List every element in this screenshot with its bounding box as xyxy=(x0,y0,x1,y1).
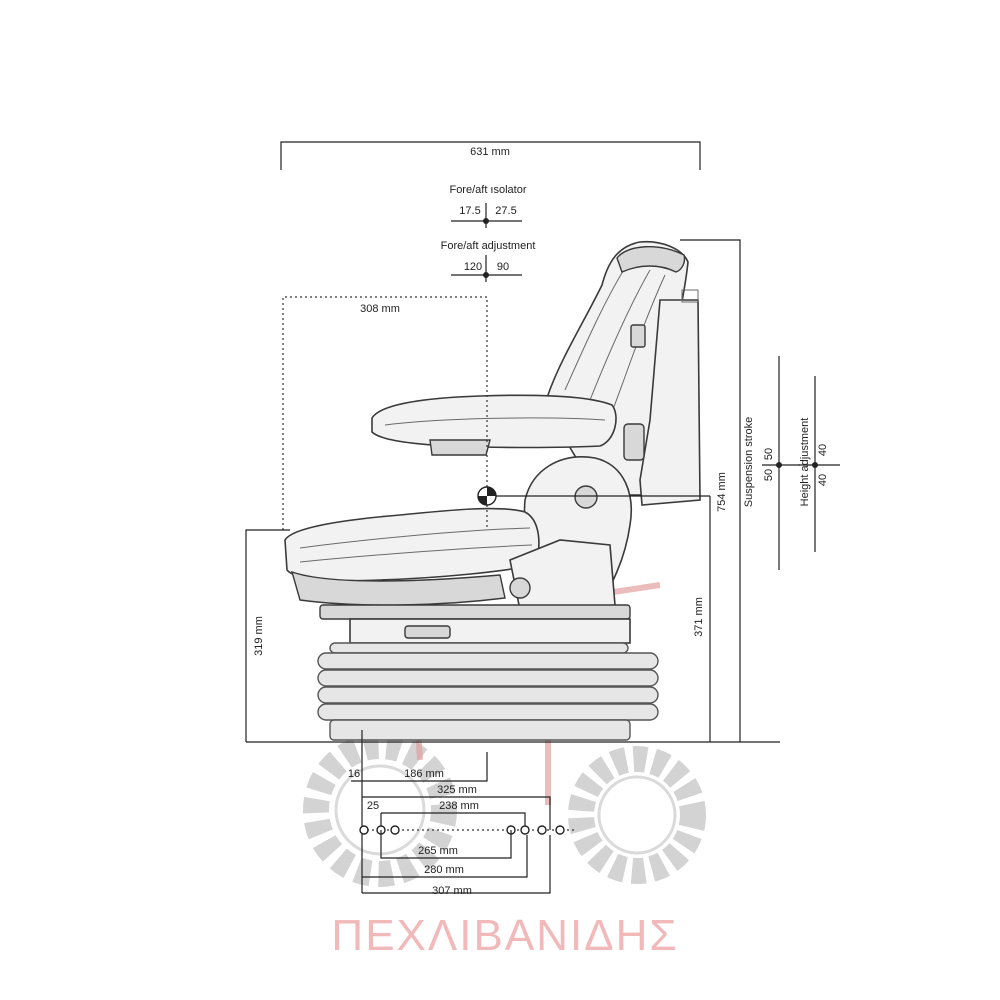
mounting-holes xyxy=(359,825,565,835)
watermark-logo: ΠΕΧΛΙΒΑΝΙΔΗΣ xyxy=(303,582,706,960)
seat-headrest xyxy=(616,246,686,273)
frame-pivot-icon xyxy=(509,577,531,599)
seat-armrest xyxy=(371,394,617,449)
dimension-lines xyxy=(245,141,840,894)
watermark-gear-left-icon xyxy=(303,733,457,887)
suspension-bellows xyxy=(317,642,659,741)
lumbar-knob-icon xyxy=(623,423,645,461)
label-dim-25: 25 xyxy=(367,800,379,812)
watermark-gear-right-icon xyxy=(568,746,706,884)
recline-knob-icon xyxy=(574,485,598,509)
label-total-height: 754 mm xyxy=(716,472,728,512)
label-dim-186: 186 mm xyxy=(404,768,444,780)
label-dim-325: 325 mm xyxy=(437,784,477,796)
label-base-height: 371 mm xyxy=(693,597,705,637)
label-overall-width: 631 mm xyxy=(470,146,510,158)
dim-seat-height-line xyxy=(245,529,290,742)
label-dim-265: 265 mm xyxy=(418,845,458,857)
dimension-labels: 631 mm Fore/aft ısolator 17.5 27.5 Fore/… xyxy=(253,146,829,897)
label-dim-238: 238 mm xyxy=(439,800,479,812)
label-height-down: 40 xyxy=(817,474,829,486)
label-seat-depth: 308 mm xyxy=(360,303,400,315)
seat-lower-frame xyxy=(509,539,616,611)
backrest-adjust-icon xyxy=(630,324,646,348)
label-isolator-left: 17.5 xyxy=(459,205,480,217)
label-offset-16: 16 xyxy=(348,768,360,780)
label-height-up: 40 xyxy=(817,444,829,456)
seat-slider-rail xyxy=(319,604,631,620)
label-fore-aft-adjustment: Fore/aft adjustment xyxy=(441,240,536,252)
label-height-adjustment: Height adjustment xyxy=(799,418,811,507)
label-seat-height: 319 mm xyxy=(253,616,265,656)
dim-total-height-line xyxy=(680,239,741,742)
seat-illustration xyxy=(284,240,701,741)
label-suspension-up: 50 xyxy=(763,448,775,460)
watermark-brand-text: ΠΕΧΛΙΒΑΝΙΔΗΣ xyxy=(331,911,678,960)
label-suspension-down: 50 xyxy=(763,469,775,481)
dim-overall-width-line xyxy=(280,141,701,170)
label-dim-307: 307 mm xyxy=(432,885,472,897)
label-dim-280: 280 mm xyxy=(424,864,464,876)
label-adjustment-right: 90 xyxy=(497,261,509,273)
slider-handle xyxy=(404,625,451,639)
dim-seat-depth-line xyxy=(282,296,488,530)
suspension-top-plate xyxy=(349,618,631,644)
sip-reference-icon xyxy=(477,486,497,506)
label-adjustment-left: 120 xyxy=(464,261,482,273)
label-isolator-right: 27.5 xyxy=(495,205,516,217)
label-suspension-stroke: Suspension stroke xyxy=(743,417,755,508)
label-fore-aft-isolator: Fore/aft ısolator xyxy=(449,184,526,196)
armrest-handle xyxy=(429,439,491,456)
